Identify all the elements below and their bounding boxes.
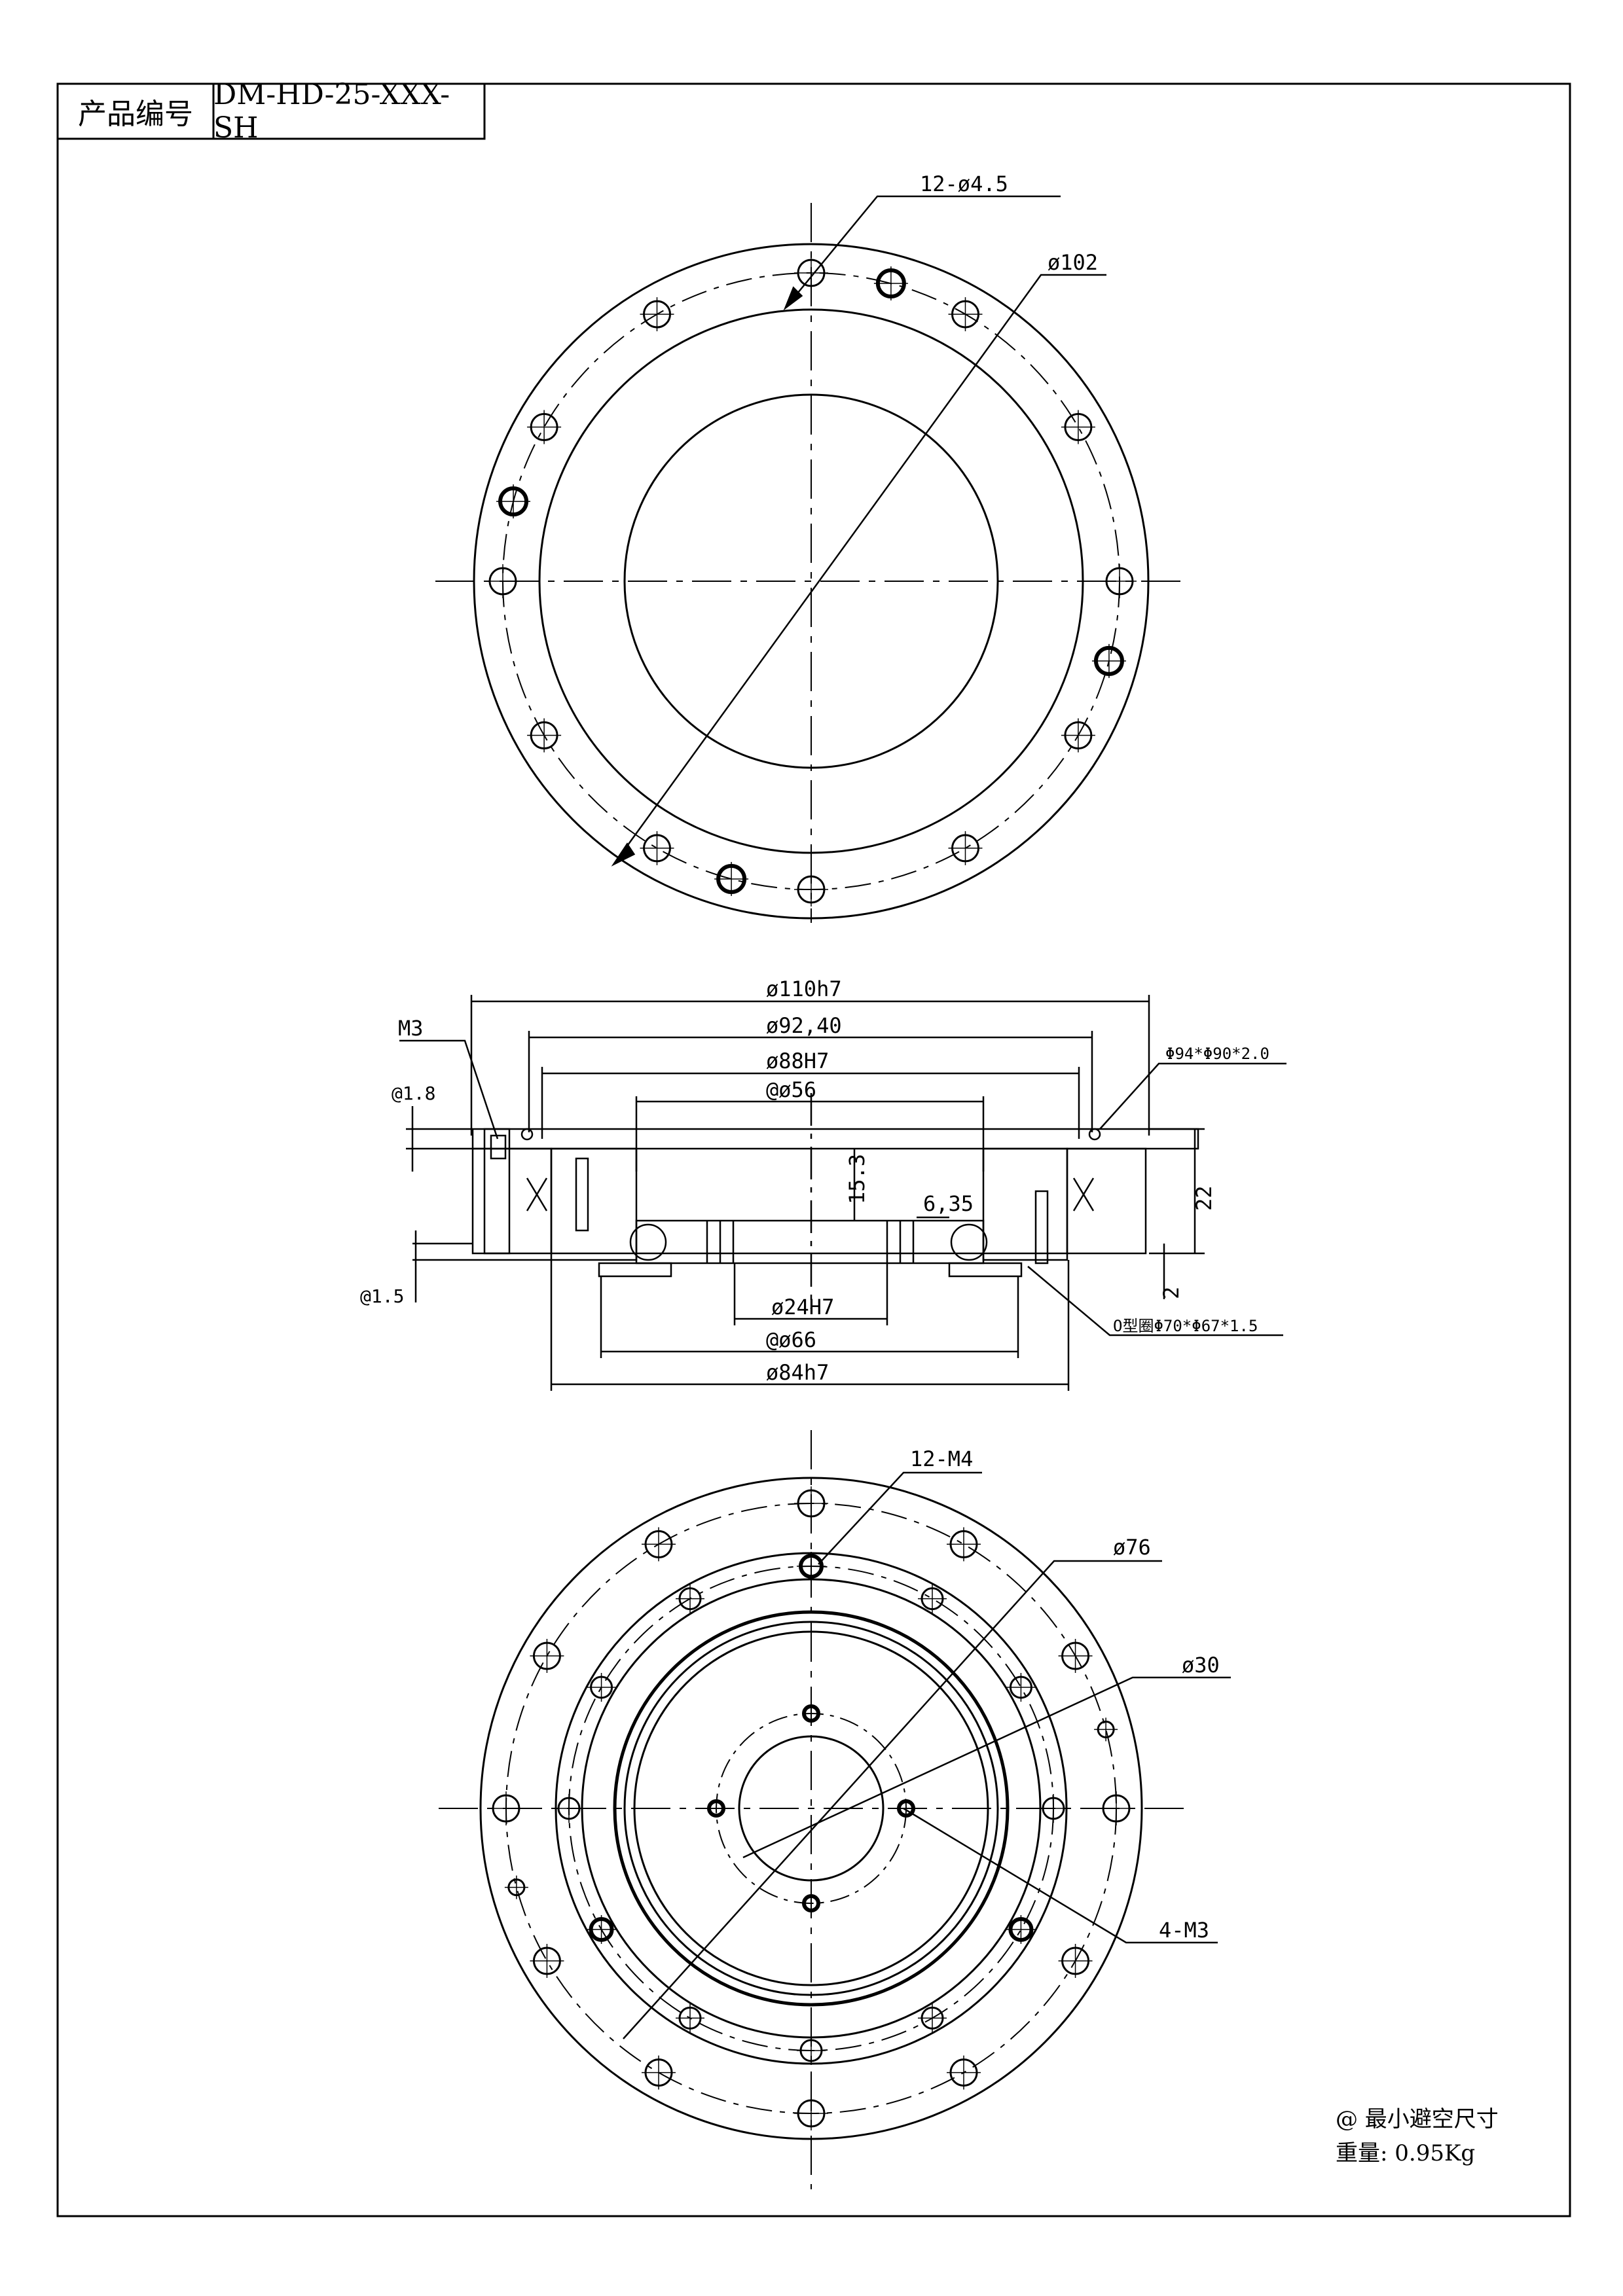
section-m3-head [490,1134,507,1160]
oring-left [520,1128,534,1141]
oring-right [1088,1128,1101,1141]
oring-bottom-label: O型圈Φ70*Φ67*1.5 [1113,1317,1258,1335]
note-weight: 重量: 0.95Kg [1336,2140,1476,2166]
bottom-m3-hole-2 [897,1799,915,1818]
top-dia-label: ø102 [1048,250,1098,275]
section-left-bearing-block [550,1147,638,1261]
title-block-label: 产品编号 [78,98,193,131]
section-top-plate [471,1128,1199,1150]
m3-label: M3 [398,1016,424,1041]
dim-110-label: ø110h7 [766,977,842,1001]
dim-88-label: ø88H7 [766,1049,829,1073]
top-dia-leader [613,274,1106,865]
section-lower-left-step [598,1262,672,1278]
section-screw-left [575,1157,589,1232]
oring-bottom-leader [1027,1266,1283,1336]
dim-18-label: @1.8 [392,1083,435,1104]
dim-2-label: 2 [1159,1287,1184,1299]
dim-9240-label: ø92,40 [766,1013,842,1038]
dim-15-label: @1.5 [360,1285,404,1307]
dim-22-label: 22 [1192,1185,1216,1211]
top-dia-arrow [611,842,636,867]
top-holes-label: 12-ø4.5 [920,171,1008,196]
dim-635-label: 6,35 [923,1191,974,1216]
drawing-border [56,82,1571,2217]
top-view [435,195,1188,923]
bottom-m3-leader [903,1807,1218,1944]
bottom-m3-hole-4 [707,1799,725,1818]
oring-top-label: Φ94*Φ90*2.0 [1165,1045,1269,1063]
dim-153-label: 15.3 [845,1154,869,1204]
roller-left [526,1177,548,1211]
note-min-clearance: @ 最小避空尺寸 [1336,2106,1499,2132]
title-block-value: DM-HD-25-XXX-SH [213,78,450,145]
section-ball-right [950,1223,988,1261]
section-screw-right [1034,1190,1049,1265]
dim-84-label: ø84h7 [766,1360,829,1385]
dim-24-label: ø24H7 [771,1295,834,1319]
dim-66-label: @ø66 [766,1327,816,1352]
m3-leader [399,1039,499,1139]
bottom-76-label: ø76 [1113,1535,1151,1560]
bottom-m3-hole-1 [802,1704,820,1723]
roller-right [1072,1177,1095,1211]
title-block-box [56,82,486,140]
section-right-bearing-block [982,1147,1068,1261]
section-view [399,995,1286,1391]
bottom-view [439,1430,1231,2189]
bottom-30-label: ø30 [1182,1653,1220,1677]
dim-56-label: @ø56 [766,1077,816,1102]
bottom-m4-leader [818,1471,982,1565]
section-shaft [635,1219,985,1265]
bottom-76-leader [623,1560,1162,2039]
top-holes-arrow [783,286,803,311]
bottom-m3-label: 4-M3 [1159,1918,1209,1943]
section-ball-left [629,1223,667,1261]
top-holes-leader [785,195,1061,308]
bottom-30-leader [742,1676,1231,1859]
bottom-m3-hole-3 [802,1894,820,1912]
section-lower-right-step [948,1262,1023,1278]
oring-top-leader [1099,1062,1286,1130]
bottom-m4-label: 12-M4 [910,1446,973,1471]
section-left-screw-block [483,1128,511,1255]
